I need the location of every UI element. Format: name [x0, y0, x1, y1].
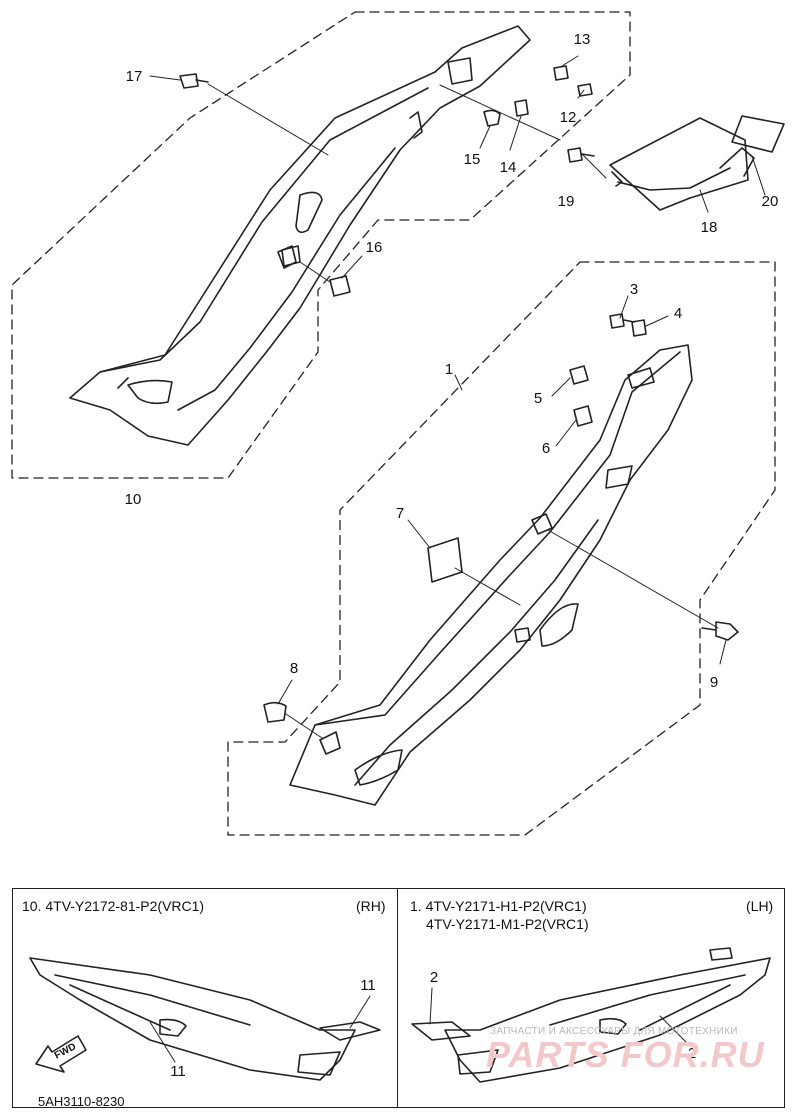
callout-1: 1 — [444, 361, 454, 378]
callout-8: 8 — [289, 660, 299, 677]
side-cover-1 — [289, 344, 693, 806]
lh-part-number-1: 1. 4TV-Y2171-H1-P2(VRC1) — [410, 898, 587, 914]
lh-part-number-2: 4TV-Y2171-M1-P2(VRC1) — [426, 916, 589, 932]
leader-lines — [149, 55, 766, 739]
rh-part-number: 10. 4TV-Y2172-81-P2(VRC1) — [22, 898, 205, 914]
fasteners — [179, 65, 739, 723]
rh-callout-11-top: 11 — [360, 977, 376, 994]
watermark-subtitle: ЗАПЧАСТИ И АКСЕССУАРЫ ДЛЯ МОТОТЕХНИКИ — [490, 1026, 738, 1037]
lh-callout-2-bottom: 2 — [687, 1045, 697, 1062]
inset-leaders — [149, 987, 691, 1063]
rh-callout-11-bottom: 11 — [170, 1063, 186, 1080]
assembly-boundary-10 — [11, 11, 631, 479]
side-cover-10 — [69, 25, 531, 446]
callout-18: 18 — [700, 219, 718, 236]
callout-14: 14 — [499, 159, 517, 176]
tail-cover-18 — [609, 117, 755, 211]
callout-6: 6 — [541, 440, 551, 457]
callout-15: 15 — [463, 151, 481, 168]
callout-4: 4 — [673, 305, 683, 322]
rh-cover-sketch — [29, 957, 381, 1081]
callout-9: 9 — [709, 674, 719, 691]
callout-12: 12 — [559, 109, 577, 126]
assembly-boundary-1 — [227, 261, 776, 836]
label-part-7 — [427, 537, 463, 583]
label-part-20 — [731, 115, 785, 153]
callout-3: 3 — [629, 281, 639, 298]
lh-side-label: (LH) — [746, 898, 774, 914]
callout-17: 17 — [125, 68, 143, 85]
lh-callout-2-top: 2 — [429, 969, 439, 986]
watermark-brand: PARTS FOR.RU — [486, 1034, 765, 1075]
drawing-code: 5AH3110-8230 — [38, 1094, 125, 1109]
callout-10: 10 — [124, 491, 142, 508]
fwd-arrow-icon — [35, 1035, 87, 1073]
rh-side-label: (RH) — [356, 898, 386, 914]
callout-19: 19 — [557, 193, 575, 210]
callout-7: 7 — [395, 505, 405, 522]
callout-13: 13 — [573, 31, 591, 48]
lh-cover-sketch — [411, 947, 771, 1083]
inset-lh-frame — [397, 888, 785, 1108]
callout-16: 16 — [365, 239, 383, 256]
callout-5: 5 — [533, 390, 543, 407]
callout-20: 20 — [761, 193, 779, 210]
inset-rh-frame — [12, 888, 398, 1108]
